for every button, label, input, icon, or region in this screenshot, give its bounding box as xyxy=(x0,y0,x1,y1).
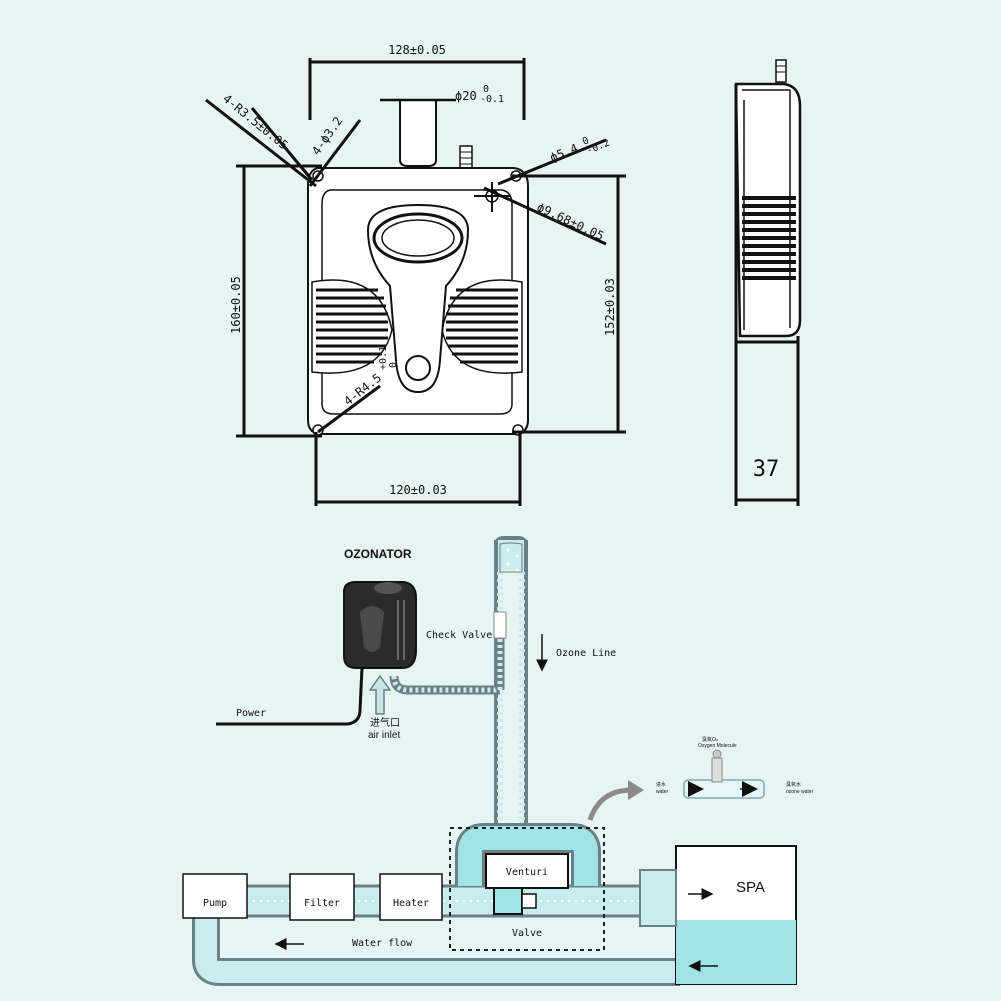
valve-label: Valve xyxy=(512,928,542,939)
venturi-loop: Venturi Valve xyxy=(449,823,605,951)
dim-tube-tol-lower: -0.1 xyxy=(480,94,504,105)
valve-block xyxy=(493,887,523,915)
venturi-label: Venturi xyxy=(506,867,548,878)
inset-pointer-arrow xyxy=(587,787,633,821)
front-view-drawing: 128±0.05 ϕ20 0 -0.1 xyxy=(205,43,626,506)
inset-venturi: 臭氧O₂ Oxygen Molecule 进水 water 臭氧水 ozone … xyxy=(656,736,814,799)
air-inlet-arrow xyxy=(368,674,392,715)
power-cable xyxy=(216,667,364,726)
venturi-dashed-frame xyxy=(449,827,605,951)
dim-nozzle-tol-upper: 0 xyxy=(581,135,591,147)
ozonator-title: OZONATOR xyxy=(344,547,412,561)
left-grille xyxy=(311,279,393,374)
dim-depth: 37 xyxy=(753,457,780,482)
main-pipe xyxy=(192,884,680,986)
check-valve-label: Check Valve xyxy=(426,630,492,641)
system-diagram: OZONATOR Power 进气口 air inlet Check Valve… xyxy=(182,536,814,986)
water-flow-label: Water flow xyxy=(352,938,413,949)
dim-hole-small: 4-ϕ3.2 xyxy=(309,114,345,158)
dim-nozzle: ϕ5.4 xyxy=(548,141,580,165)
tube-outlet xyxy=(399,100,437,167)
dim-width-bottom: 120±0.03 xyxy=(389,483,447,497)
dim-foot-tol-lower: 0 xyxy=(388,362,399,368)
side-grille xyxy=(742,196,796,280)
dim-width-top: 128±0.05 xyxy=(388,43,446,57)
pump-box xyxy=(182,873,248,919)
venturi-box xyxy=(485,853,569,889)
spa-label: SPA xyxy=(736,879,765,896)
right-grille xyxy=(441,279,523,374)
ozonator-device xyxy=(343,581,417,669)
center-emblem xyxy=(366,203,470,394)
dim-foot-tol-upper: +0.1 xyxy=(378,346,389,370)
air-inlet-cn: 进气口 xyxy=(370,716,400,729)
dim-height-left: 160±0.05 xyxy=(229,276,243,334)
filter-label: Filter xyxy=(304,898,340,909)
ozone-line-label: Ozone Line xyxy=(556,648,616,659)
inset-in-cn: 进水 xyxy=(656,781,666,788)
inset-in-en: water xyxy=(656,789,669,795)
air-inlet-en: air inlet xyxy=(368,730,400,741)
pump-label: Pump xyxy=(203,898,227,909)
dim-nozzle-tol-lower: -0.2 xyxy=(585,138,611,157)
check-valve xyxy=(493,611,507,639)
side-view-drawing: 37 xyxy=(734,59,802,506)
dim-tube: ϕ20 xyxy=(455,89,477,103)
inset-top-cn: 臭氧O₂ xyxy=(702,736,718,743)
dim-tube-tol-upper: 0 xyxy=(483,84,489,95)
heater-box xyxy=(379,873,443,921)
dim-nozzle-base: ϕ9.68±0.05 xyxy=(535,200,606,243)
dim-height-right: 152±0.03 xyxy=(603,278,617,336)
spa-tank: SPA xyxy=(639,845,797,985)
power-label: Power xyxy=(236,708,266,719)
filter-box xyxy=(289,873,355,921)
inset-out-cn: 臭氧水 xyxy=(786,781,801,788)
inset-top-en: Oxygen Molecule xyxy=(698,743,737,749)
inset-out-en: ozone water xyxy=(786,789,814,795)
dim-corner-radius: 4-R3.5±0.05 xyxy=(220,91,291,152)
heater-label: Heater xyxy=(393,898,429,909)
